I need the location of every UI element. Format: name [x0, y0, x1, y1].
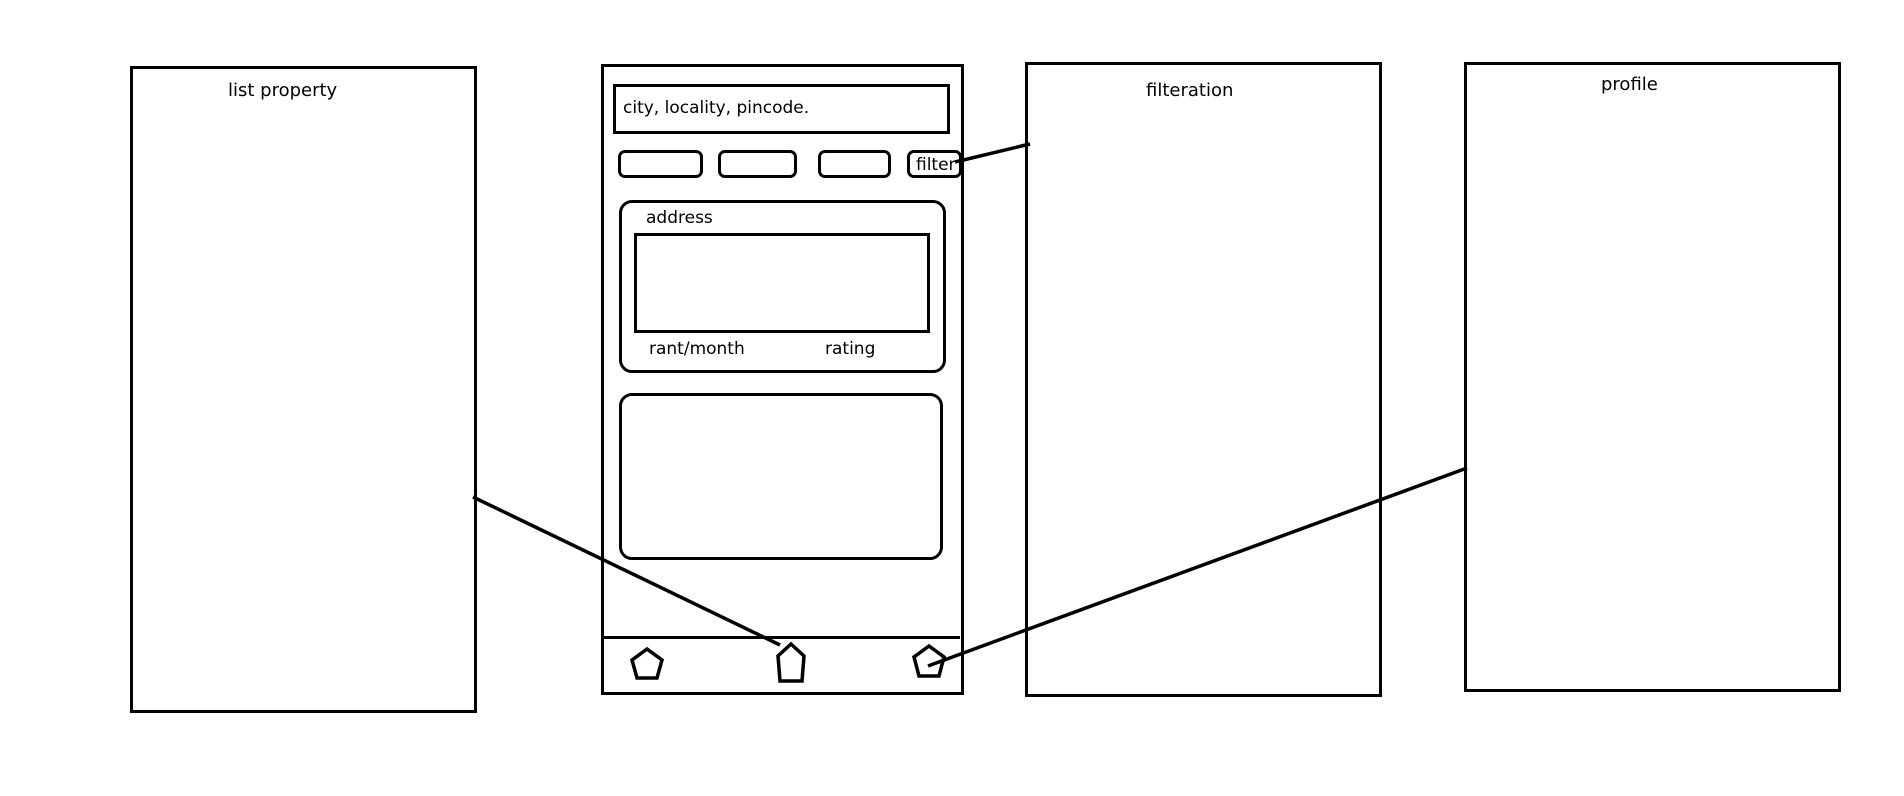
filteration-title: filteration [1146, 80, 1234, 101]
connector-filter-to-filteration [954, 142, 1031, 164]
bottom-nav-home-icon[interactable] [627, 645, 667, 685]
filter-chip-2[interactable] [718, 150, 797, 178]
filter-button[interactable]: filter [907, 150, 962, 178]
connector-add-to-list-property [472, 495, 781, 647]
property-card[interactable]: address rant/month rating [619, 200, 946, 373]
rating-label: rating [825, 339, 876, 359]
rent-label: rant/month [649, 339, 745, 359]
search-placeholder: city, locality, pincode. [623, 98, 810, 118]
bottom-nav-profile-icon[interactable] [909, 642, 949, 682]
profile-title: profile [1601, 74, 1658, 95]
filter-chip-1[interactable] [618, 150, 703, 178]
address-label: address [646, 208, 713, 228]
property-card-2[interactable] [619, 393, 943, 560]
connector-profile-icon-to-profile [927, 466, 1468, 668]
filteration-screen: filteration [1025, 62, 1382, 697]
main-screen: city, locality, pincode. filter address … [601, 64, 964, 695]
search-input[interactable]: city, locality, pincode. [613, 84, 950, 134]
filter-button-label: filter [916, 155, 956, 175]
filter-chip-3[interactable] [818, 150, 891, 178]
list-property-screen: list property [130, 66, 477, 713]
profile-screen: profile [1464, 62, 1841, 692]
list-property-title: list property [228, 80, 338, 101]
bottom-nav-bar [604, 636, 960, 639]
property-image [634, 233, 930, 333]
bottom-nav-add-icon[interactable] [771, 641, 811, 685]
